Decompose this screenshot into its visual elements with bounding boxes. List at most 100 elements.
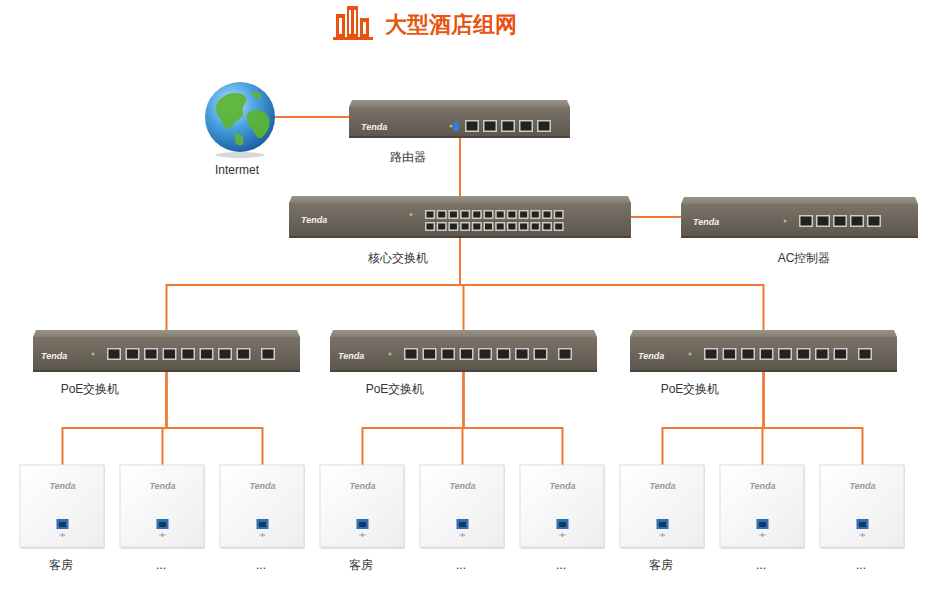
device-base	[330, 370, 597, 372]
port-hole	[535, 350, 546, 359]
port-frame	[515, 348, 529, 360]
port-hole	[835, 217, 846, 226]
globe-shadow	[216, 152, 265, 158]
port-hole	[520, 212, 527, 218]
port-frame	[850, 215, 864, 227]
wall-panel	[820, 465, 904, 547]
port-hole	[761, 350, 772, 359]
device-picture	[330, 330, 597, 372]
status-led	[784, 220, 787, 223]
device-picture	[320, 465, 405, 548]
lan-port-hole	[659, 522, 666, 527]
port-frame	[542, 222, 552, 231]
port-hole	[743, 350, 754, 359]
port-frame	[537, 120, 551, 132]
device-picture	[120, 465, 205, 548]
wall-access-point: Tenda...	[720, 465, 805, 548]
port-hole	[544, 224, 551, 230]
label-holder: PoE交换机	[661, 379, 720, 397]
device-label: ...	[456, 558, 466, 572]
device-picture	[630, 330, 897, 372]
port-hole	[183, 350, 194, 359]
device-picture	[420, 465, 505, 548]
port-hole	[544, 212, 551, 218]
logo-holder: Tenda	[41, 345, 67, 363]
logo-holder: Tenda	[361, 116, 387, 134]
port-hole	[869, 217, 880, 226]
device-front	[630, 337, 897, 372]
label-holder: 核心交换机	[368, 248, 428, 266]
label-holder: 客房	[349, 555, 373, 573]
network-cable	[167, 372, 263, 465]
port-row	[425, 210, 564, 231]
label-holder: 客房	[649, 555, 673, 573]
port-hole	[801, 217, 812, 226]
port-symbol	[660, 533, 666, 537]
wall-access-point: Tenda客房	[20, 465, 105, 548]
network-cable	[459, 138, 461, 196]
brand-logo: Tenda	[149, 481, 175, 491]
lan-port-hole	[159, 522, 166, 527]
port-hole	[467, 122, 478, 131]
device-top	[349, 100, 570, 107]
lan-port-hole	[359, 522, 366, 527]
brand-logo: Tenda	[638, 351, 664, 361]
continent-shape	[247, 110, 270, 138]
port-frame	[760, 348, 774, 360]
port-frame	[404, 348, 418, 360]
device-label: Intermet	[215, 163, 259, 177]
device-label: ...	[256, 558, 266, 572]
port-hole	[532, 224, 539, 230]
port-hole	[508, 212, 515, 218]
label-holder: ...	[556, 555, 566, 573]
brand-logo: Tenda	[749, 481, 775, 491]
lan-port-hole	[759, 522, 766, 527]
port-row	[799, 215, 881, 227]
label-holder: PoE交换机	[61, 379, 120, 397]
device-picture	[289, 196, 631, 238]
wall-panel	[520, 465, 604, 547]
port-hole	[427, 224, 434, 230]
port-frame	[867, 215, 881, 227]
logo-holder: Tenda	[349, 475, 375, 493]
port-frame	[460, 348, 474, 360]
port-hole	[517, 350, 528, 359]
label-holder: 路由器	[390, 147, 426, 165]
port-frame	[423, 348, 437, 360]
device-front	[681, 204, 918, 238]
port-symbol	[60, 533, 66, 537]
brand-logo: Tenda	[693, 217, 719, 227]
logo-holder: Tenda	[301, 209, 327, 227]
port-frame	[497, 348, 511, 360]
port-hole	[503, 122, 514, 131]
device-label: 路由器	[390, 150, 426, 164]
port-frame	[448, 222, 458, 231]
device-picture	[220, 465, 305, 548]
port-hole	[438, 212, 445, 218]
port-frame	[484, 222, 494, 231]
device-top	[33, 330, 300, 337]
port-symbol	[560, 533, 566, 537]
device-label: AC控制器	[778, 251, 831, 265]
port-hole	[462, 212, 469, 218]
port-frame	[465, 120, 479, 132]
brand-logo: Tenda	[449, 481, 475, 491]
port-frame	[530, 210, 540, 219]
port-hole	[497, 212, 504, 218]
status-led	[92, 353, 95, 356]
port-hole	[238, 350, 249, 359]
lan-port	[157, 519, 169, 529]
network-device: TendaPoE交换机	[33, 330, 300, 372]
port-hole	[724, 350, 735, 359]
port-symbol	[260, 533, 266, 537]
device-picture	[349, 100, 570, 138]
port-hole	[485, 122, 496, 131]
status-led	[410, 213, 413, 216]
port-hole	[780, 350, 791, 359]
port-hole	[798, 350, 809, 359]
port-frame	[484, 210, 494, 219]
wall-access-point: Tenda...	[420, 465, 505, 548]
device-top	[630, 330, 897, 337]
port-frame	[441, 348, 455, 360]
lan-port	[657, 519, 669, 529]
